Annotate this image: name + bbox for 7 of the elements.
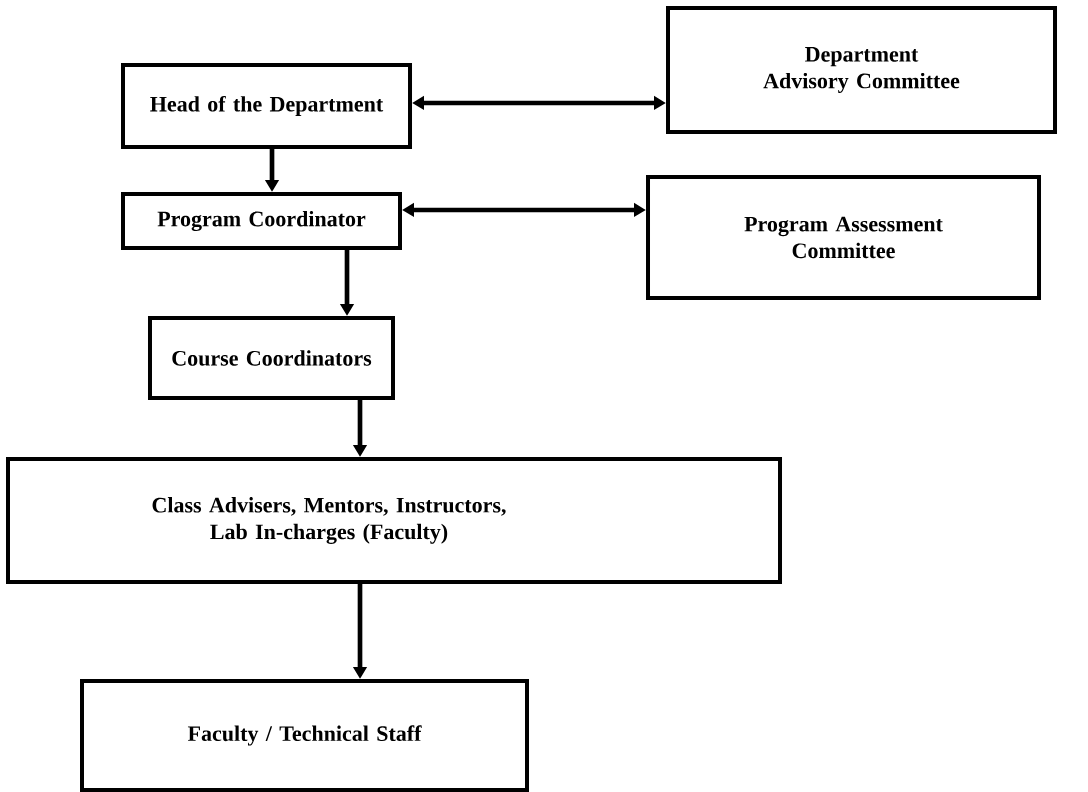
box: Course Coordinators	[148, 316, 395, 400]
box: Program Assessment Committee	[646, 175, 1041, 300]
box: Department Advisory Committee	[666, 6, 1057, 134]
box: Faculty / Technical Staff	[80, 679, 529, 792]
box: Head of the Department	[121, 63, 412, 149]
box: Program Coordinator	[121, 192, 402, 250]
box: Class Advisers, Mentors, Instructors, Lab In-charges (Faculty)	[6, 457, 782, 584]
